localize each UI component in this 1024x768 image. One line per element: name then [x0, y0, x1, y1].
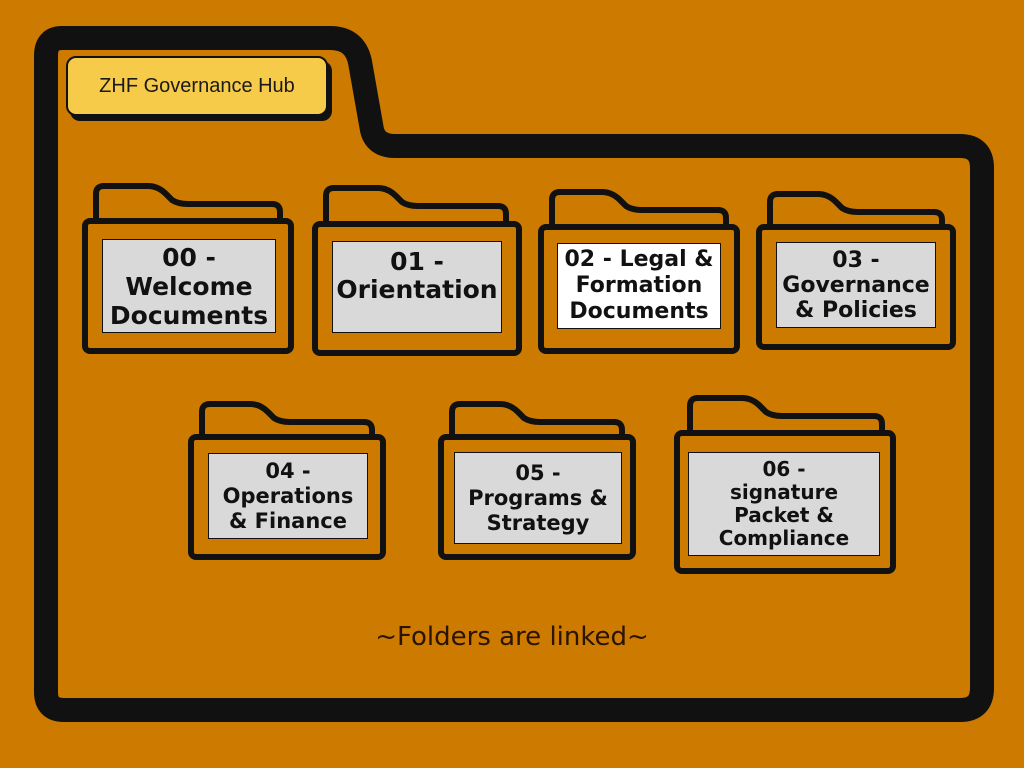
folder-01-orientation[interactable]: 01 - Orientation	[312, 184, 522, 356]
folder-tab-icon	[549, 189, 729, 228]
folder-tab-icon	[687, 395, 885, 436]
folder-tab-icon	[323, 185, 509, 226]
folder-00-label: 00 - Welcome Documents	[102, 239, 276, 333]
folder-tab-icon	[199, 401, 375, 440]
folder-02-legal-formation-documents[interactable]: 02 - Legal & Formation Documents	[538, 188, 740, 354]
folder-06-label: 06 - signature Packet & Compliance	[688, 452, 880, 556]
folder-03-governance-policies[interactable]: 03 - Governance & Policies	[756, 190, 956, 350]
folder-00-welcome-documents[interactable]: 00 - Welcome Documents	[82, 182, 294, 354]
hub-title-tab: ZHF Governance Hub	[66, 56, 328, 116]
folder-04-operations-finance[interactable]: 04 - Operations & Finance	[188, 400, 386, 560]
folder-05-programs-strategy[interactable]: 05 - Programs & Strategy	[438, 400, 636, 560]
folder-01-label: 01 - Orientation	[332, 241, 502, 333]
folder-05-label: 05 - Programs & Strategy	[454, 452, 622, 544]
folder-tab-icon	[93, 183, 283, 224]
folders-linked-note: ~Folders are linked~	[375, 622, 649, 652]
folder-tab-icon	[449, 401, 625, 440]
folder-tab-icon	[767, 191, 945, 230]
folder-04-label: 04 - Operations & Finance	[208, 453, 368, 539]
folder-02-label: 02 - Legal & Formation Documents	[557, 243, 721, 329]
folder-06-signature-packet-compliance[interactable]: 06 - signature Packet & Compliance	[674, 394, 896, 574]
folder-03-label: 03 - Governance & Policies	[776, 242, 936, 328]
hub-title: ZHF Governance Hub	[99, 74, 295, 97]
